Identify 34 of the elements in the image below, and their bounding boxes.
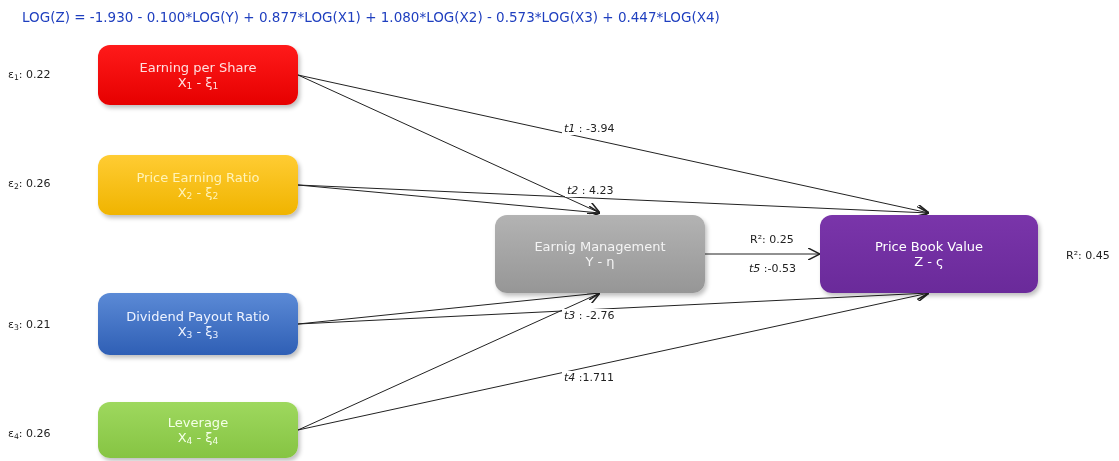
edge-label: t4 :1.711: [562, 371, 616, 384]
variable-box: [98, 293, 298, 355]
variable-name: Price Book Value: [875, 239, 983, 254]
variable-name: Leverage: [167, 415, 229, 430]
arrow: [704, 247, 821, 261]
coefficient-label: ε$_{2}$: 0.26: [8, 177, 51, 190]
equation-title: LOG(Z) = -1.930 - 0.100*LOG(Y) + 0.877*LOG(X1) + 1.080*LOG(X2) - 0.573*LOG(X3) + 0.447*LOG(X4): [22, 9, 720, 25]
mediator-box: [495, 215, 705, 293]
variable-symbol: X$_{2}$ - ξ$_{2}$: [177, 185, 219, 200]
variable-name: Price Earning Ratio: [136, 170, 260, 185]
coefficient-label: R²: 0.25: [750, 233, 794, 246]
r-squared-label: R²: 0.45: [1066, 249, 1110, 262]
variable-name: Dividend Payout Ratio: [126, 309, 270, 324]
coefficient-label: ε$_{1}$: 0.22: [8, 68, 51, 81]
variable-symbol: Z - ς: [914, 254, 944, 269]
variable-symbol: X$_{1}$ - ξ$_{1}$: [177, 75, 219, 90]
variable-box: [98, 155, 298, 215]
arrow: [297, 74, 601, 215]
variable-box: [98, 402, 298, 458]
edge-label: t2 : 4.23: [565, 184, 616, 197]
variable-name: Earning per Share: [139, 60, 257, 75]
arrow: [297, 74, 930, 218]
variable-symbol: X$_{4}$ - ξ$_{4}$: [177, 430, 219, 445]
variable-symbol: Y - η: [585, 254, 615, 269]
outcome-box: [820, 215, 1038, 293]
variable-symbol: X$_{3}$ - ξ$_{3}$: [177, 324, 219, 339]
coefficient-label: ε$_{4}$: 0.26: [8, 427, 51, 440]
coefficient-label: ε$_{3}$: 0.21: [8, 318, 51, 331]
edge-label: t3 : -2.76: [562, 309, 617, 322]
variable-name: Earnig Management: [534, 239, 666, 254]
edge-label: t1 : -3.94: [562, 122, 617, 135]
variable-box: [98, 45, 298, 105]
arrow: [297, 291, 601, 431]
edge-label: t5 :-0.53: [747, 262, 798, 275]
